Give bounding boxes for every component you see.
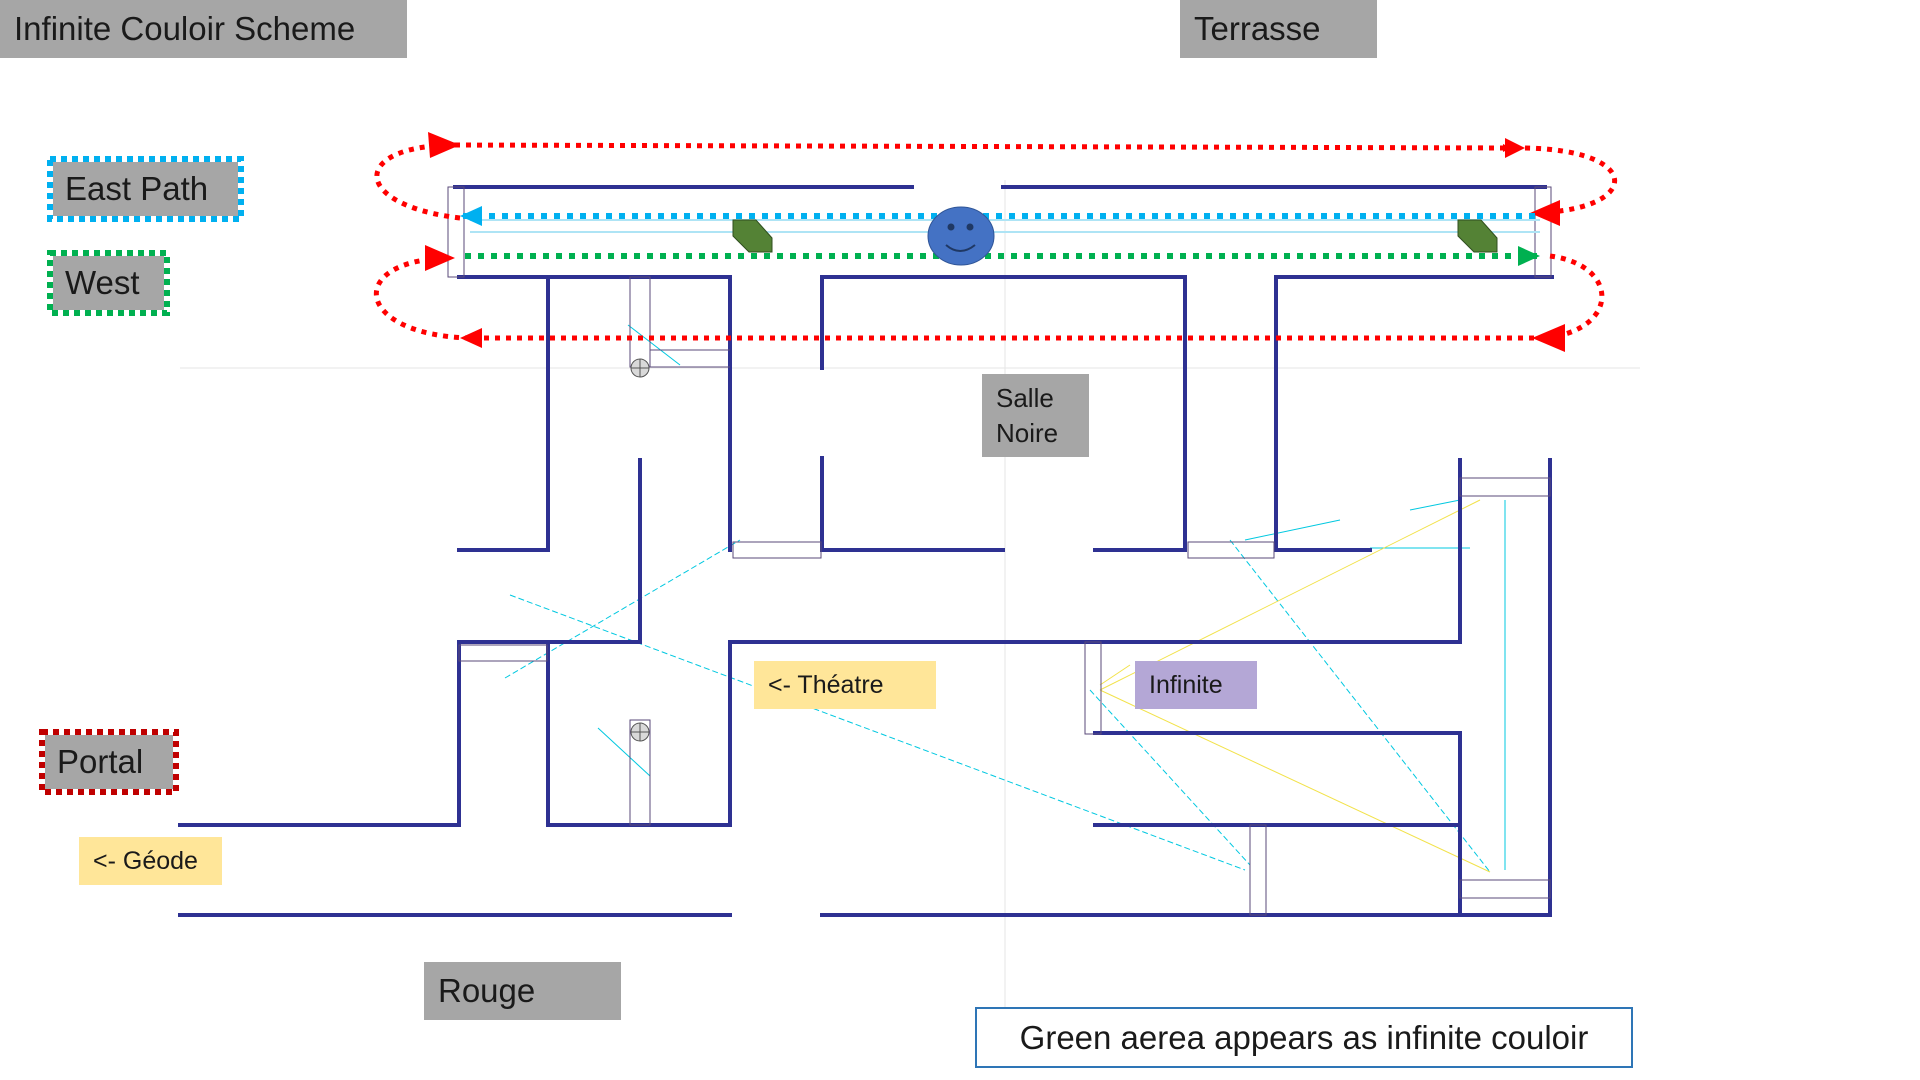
portal-arrowheads <box>425 132 1565 352</box>
room-label-salle-noire: Salle Noire <box>982 374 1089 457</box>
room-label-infinite: Infinite <box>1135 661 1257 709</box>
portal-legend-frame <box>39 729 179 795</box>
room-label-geode: <- Géode <box>79 837 222 885</box>
legend-west: West <box>53 256 164 310</box>
room-label-noire: Noire <box>996 417 1059 448</box>
portal-path <box>373 142 1618 342</box>
corridor-rails <box>470 219 1540 233</box>
guide-lines <box>180 180 1640 1050</box>
west-legend-frame <box>47 250 170 316</box>
room-label-salle: Salle <box>996 382 1054 413</box>
walls <box>178 185 1554 917</box>
circle-hinge-icon <box>630 358 650 742</box>
legend-portal: Portal <box>45 735 173 789</box>
room-label-terrasse: Terrasse <box>1180 0 1377 58</box>
room-label-theatre: <- Théatre <box>754 661 936 709</box>
legend-east-path: East Path <box>53 162 238 216</box>
page-title: Infinite Couloir Scheme <box>0 0 407 58</box>
room-label-rouge: Rouge <box>424 962 621 1020</box>
east-legend-frame <box>47 156 244 222</box>
note-box: Green aerea appears as infinite couloir <box>975 1007 1633 1068</box>
smiley-face-icon <box>927 206 995 266</box>
hexagon-door-icon <box>732 219 1498 253</box>
